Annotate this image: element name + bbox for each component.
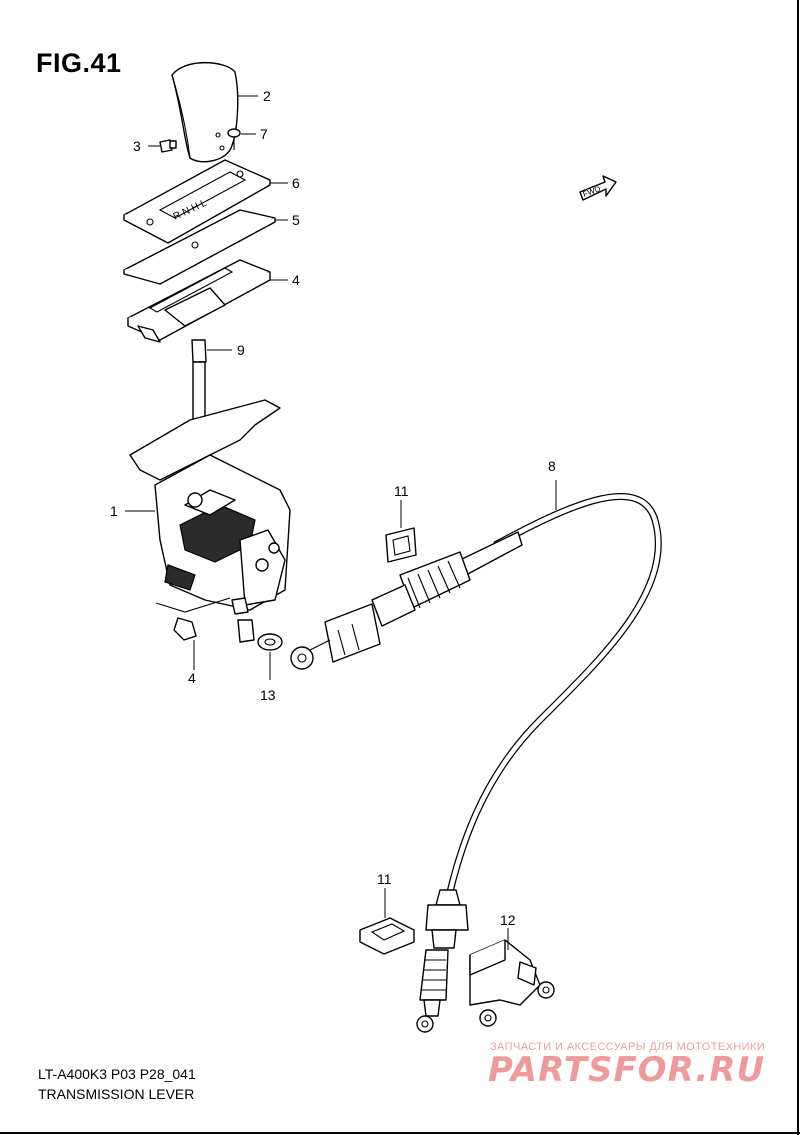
callout-7: 6	[292, 175, 300, 191]
callout-11-upper: 11	[394, 483, 409, 499]
part-13-bushing: 13	[257, 633, 283, 703]
part-11-cable-clip-upper: 11	[385, 483, 417, 563]
callout-1: 1	[110, 503, 118, 519]
callout-5: 4	[292, 272, 300, 288]
fwd-direction-arrow: FWD	[579, 175, 617, 201]
part-4-bolt: 4	[155, 597, 231, 686]
part-11-cable-clip-lower: 11	[359, 871, 415, 955]
watermark-logo: PARTSFOR.RU	[488, 1050, 766, 1090]
frame-right-border	[797, 0, 799, 1135]
figure-title: FIG.41	[36, 48, 122, 78]
part-8-screw: 7	[227, 126, 268, 150]
watermark-tagline: ЗАПЧАСТИ И АКСЕССУАРЫ ДЛЯ МОТОТЕХНИКИ	[490, 1041, 766, 1053]
part-10-shift-cable: 8	[290, 458, 662, 901]
callout-13: 13	[260, 687, 276, 703]
part-12-bracket: 12	[469, 912, 555, 1027]
callout-2: 2	[263, 88, 271, 104]
model-code: LT-A400K3 P03 P28_041	[38, 1066, 196, 1082]
part-3-screw: 3	[133, 138, 177, 154]
part-7-gate-plate: R N H L 6	[123, 159, 300, 244]
part-5-guide-plate: 4	[127, 259, 300, 343]
callout-11-lower: 11	[377, 871, 392, 887]
callout-9: 9	[237, 342, 245, 358]
callout-8: 7	[260, 126, 268, 142]
section-name: TRANSMISSION LEVER	[38, 1086, 195, 1102]
callout-12: 12	[500, 912, 516, 928]
cable-lower-end	[416, 889, 469, 1033]
callout-3: 3	[133, 138, 141, 154]
frame-bottom-border	[0, 1132, 800, 1134]
callout-4: 4	[188, 670, 196, 686]
part-6-seal-plate: 5	[123, 209, 300, 285]
part-1-lever-housing: 1	[110, 399, 291, 643]
callout-6: 5	[292, 212, 300, 228]
callout-10: 8	[548, 458, 556, 474]
fwd-label: FWD	[582, 184, 602, 199]
part-2-shift-knob: 2	[171, 62, 271, 163]
